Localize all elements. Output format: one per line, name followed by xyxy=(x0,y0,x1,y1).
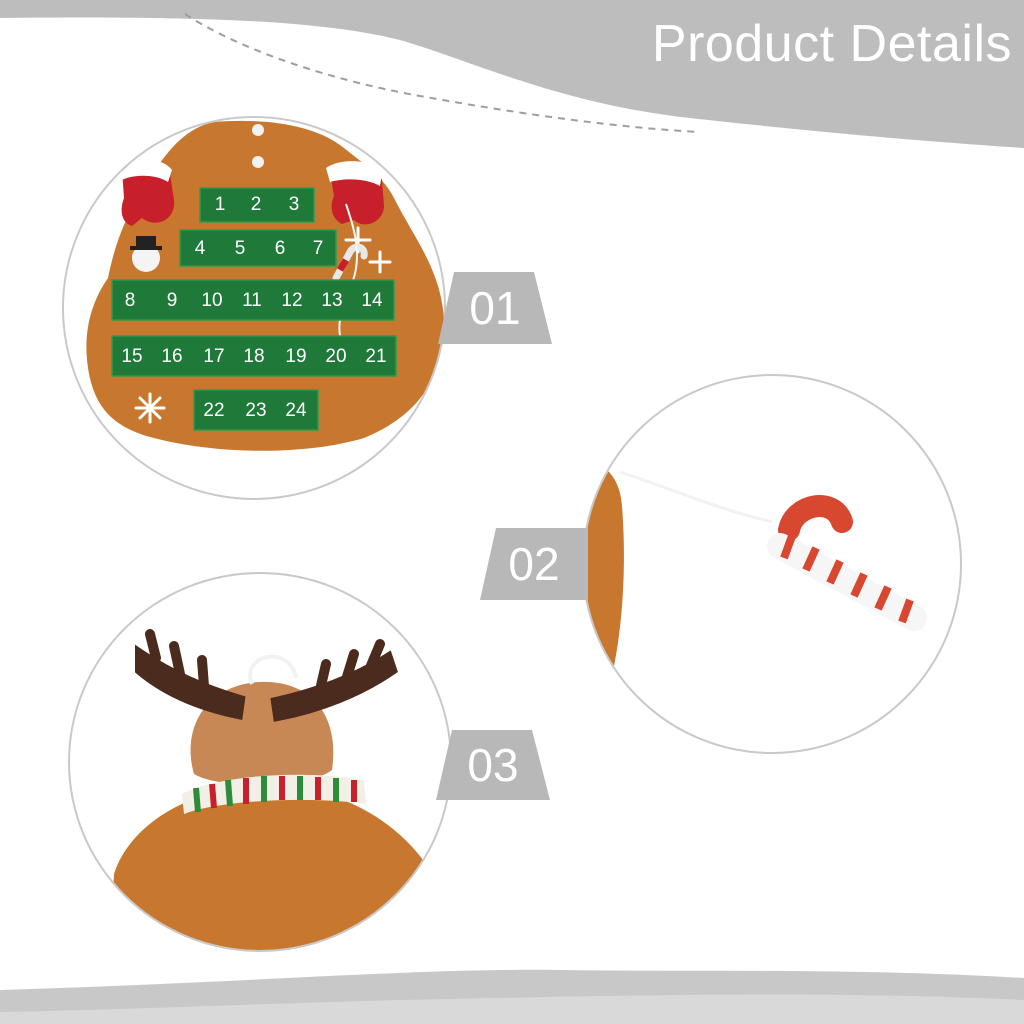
calendar-day: 21 xyxy=(365,346,387,367)
detail-badge-03: 03 xyxy=(436,730,550,800)
detail-badge-label: 03 xyxy=(467,739,519,791)
calendar-day: 23 xyxy=(245,400,267,421)
striped-scarf xyxy=(182,774,366,814)
detail-badge-02: 02 xyxy=(480,528,588,600)
pocket-row-2 xyxy=(179,229,337,267)
antler-left xyxy=(135,629,246,720)
detail-image-reindeer xyxy=(68,572,452,952)
candy-cane-illustration xyxy=(584,456,927,676)
calendar-day: 12 xyxy=(281,290,303,311)
calendar-day: 22 xyxy=(203,400,225,421)
antler-right xyxy=(270,639,398,722)
calendar-day: 20 xyxy=(325,346,347,367)
hanging-loop xyxy=(248,654,298,685)
footer-wave-light xyxy=(0,994,1024,1024)
candy-cane-icon xyxy=(767,495,927,631)
calendar-day: 9 xyxy=(166,290,178,311)
detail-badge-01: 01 xyxy=(438,272,552,344)
calendar-day: 11 xyxy=(242,290,262,311)
detail-image-calendar: 1 2 3 4 5 6 7 8 9 10 11 12 13 14 15 16 1… xyxy=(62,116,446,500)
mitten-left-cuff xyxy=(118,159,172,182)
calendar-day: 1 xyxy=(214,194,226,215)
calendar-day: 7 xyxy=(312,238,324,259)
pocket-row-4 xyxy=(111,335,397,377)
calendar-day: 15 xyxy=(121,346,143,367)
calendar-day: 6 xyxy=(274,238,286,259)
detail-badge-label: 01 xyxy=(469,282,521,334)
mitten-right-cuff xyxy=(326,161,382,186)
calendar-illustration xyxy=(86,120,444,451)
calendar-day: 14 xyxy=(361,290,383,311)
calendar-day: 2 xyxy=(250,194,262,215)
felt-edge xyxy=(584,456,624,676)
calendar-day: 16 xyxy=(161,346,183,367)
calendar-day: 13 xyxy=(321,290,343,311)
pocket-row-3 xyxy=(111,279,395,321)
calendar-day: 4 xyxy=(194,238,206,259)
calendar-day: 3 xyxy=(288,194,300,215)
calendar-day: 24 xyxy=(285,400,307,421)
calendar-day: 8 xyxy=(124,290,136,311)
mini-candy-cane xyxy=(332,243,368,282)
snowflake-icon xyxy=(134,392,166,424)
snowman-hat-brim xyxy=(130,246,162,250)
calendar-day: 17 xyxy=(203,346,225,367)
snowman-hat xyxy=(136,236,156,248)
detail-image-candy-cane xyxy=(582,374,962,754)
button-bottom xyxy=(252,156,264,168)
page-title: Product Details xyxy=(651,15,1012,73)
detail-badge-label: 02 xyxy=(508,538,560,590)
pocket-row-5 xyxy=(193,389,319,431)
header-wave xyxy=(0,0,1024,148)
pocket-row-1 xyxy=(199,187,315,223)
reindeer-illustration xyxy=(110,629,440,950)
ornament-string xyxy=(619,470,773,524)
button-top xyxy=(252,124,264,136)
header-wave-dashed-line xyxy=(184,13,701,133)
calendar-day: 18 xyxy=(243,346,265,367)
calendar-day: 5 xyxy=(234,238,246,259)
calendar-day: 19 xyxy=(285,346,307,367)
snowman-face xyxy=(132,244,160,272)
felt-body xyxy=(110,785,440,950)
calendar-day: 10 xyxy=(201,290,223,311)
